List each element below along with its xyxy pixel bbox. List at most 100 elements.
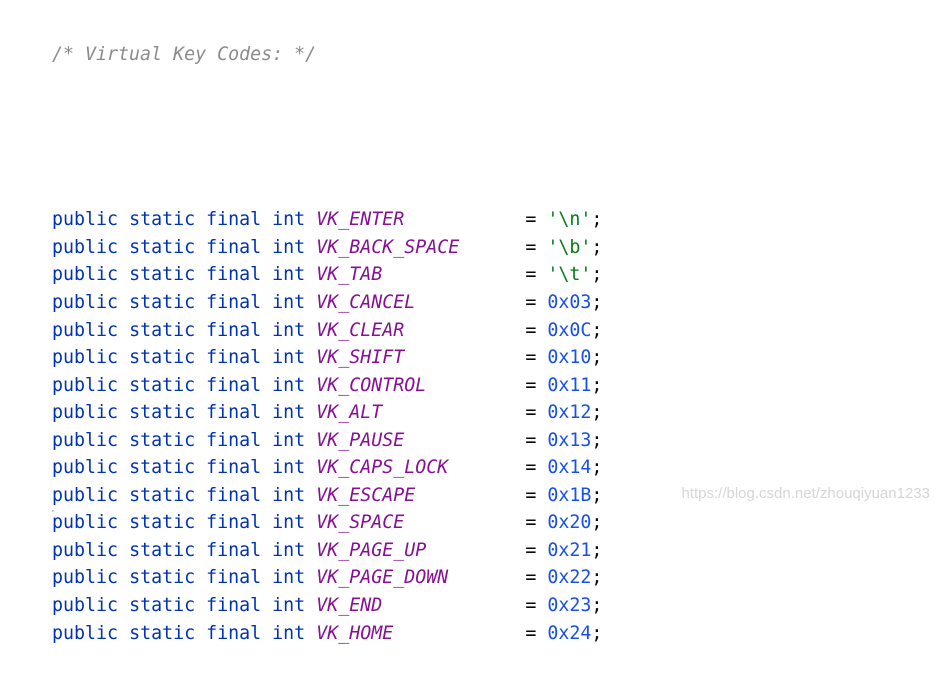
constant-name: VK_END	[316, 595, 383, 617]
keyword-final: final	[206, 622, 262, 644]
semicolon: ;	[591, 539, 603, 561]
assign-operator: =	[525, 429, 537, 451]
assign-operator: =	[525, 236, 537, 258]
constant-value: 0x24	[547, 622, 592, 644]
code-line: public static final int VK_PAUSE = 0x13;	[52, 427, 602, 455]
constant-value: 0x22	[547, 567, 592, 589]
keyword-static: static	[129, 209, 196, 231]
constant-value: 0x03	[547, 292, 592, 314]
constant-value: 0x14	[547, 457, 592, 479]
keyword-final: final	[206, 264, 262, 286]
assign-operator: =	[525, 319, 537, 341]
semicolon: ;	[591, 402, 603, 424]
keyword-final: final	[206, 209, 262, 231]
keyword-public: public	[52, 374, 119, 396]
keyword-int: int	[272, 292, 306, 314]
code-line: public static final int VK_PAGE_DOWN = 0…	[52, 564, 602, 592]
constant-value: 0x23	[547, 595, 592, 617]
keyword-int: int	[272, 402, 306, 424]
code-line: public static final int VK_CONTROL = 0x1…	[52, 372, 602, 400]
keyword-public: public	[52, 292, 119, 314]
assign-operator: =	[525, 374, 537, 396]
semicolon: ;	[591, 595, 603, 617]
constant-value: 0x20	[547, 512, 592, 534]
keyword-final: final	[206, 292, 262, 314]
assign-operator: =	[525, 402, 537, 424]
watermark: https://blog.csdn.net/zhouqiyuan1233	[681, 485, 930, 502]
constant-name: VK_CONTROL	[316, 374, 427, 396]
keyword-final: final	[206, 457, 262, 479]
constant-value: 0x13	[547, 429, 592, 451]
keyword-final: final	[206, 236, 262, 258]
constant-name: VK_PAGE_UP	[316, 539, 427, 561]
semicolon: ;	[591, 347, 603, 369]
constant-value: '\t'	[547, 264, 592, 286]
keyword-int: int	[272, 209, 306, 231]
keyword-public: public	[52, 622, 119, 644]
assign-operator: =	[525, 595, 537, 617]
keyword-static: static	[129, 319, 196, 341]
keyword-static: static	[129, 484, 196, 506]
keyword-static: static	[129, 402, 196, 424]
assign-operator: =	[525, 622, 537, 644]
constant-value: 0x21	[547, 539, 592, 561]
constant-value: 0x11	[547, 374, 592, 396]
scroll-marker	[52, 510, 54, 512]
constant-value: 0x12	[547, 402, 592, 424]
code-line: public static final int VK_HOME = 0x24;	[52, 620, 602, 648]
keyword-final: final	[206, 512, 262, 534]
blank-line	[52, 124, 602, 152]
semicolon: ;	[591, 457, 603, 479]
code-line: public static final int VK_BACK_SPACE = …	[52, 234, 602, 262]
keyword-final: final	[206, 567, 262, 589]
code-line: public static final int VK_CAPS_LOCK = 0…	[52, 454, 602, 482]
keyword-int: int	[272, 374, 306, 396]
keyword-int: int	[272, 319, 306, 341]
semicolon: ;	[591, 374, 603, 396]
keyword-public: public	[52, 595, 119, 617]
constant-name: VK_ALT	[316, 402, 383, 424]
constant-name: VK_ESCAPE	[316, 484, 416, 506]
assign-operator: =	[525, 457, 537, 479]
keyword-static: static	[129, 292, 196, 314]
keyword-final: final	[206, 539, 262, 561]
keyword-final: final	[206, 595, 262, 617]
constant-value: '\n'	[547, 209, 592, 231]
keyword-int: int	[272, 539, 306, 561]
keyword-public: public	[52, 567, 119, 589]
keyword-static: static	[129, 567, 196, 589]
code-comment: /* Virtual Key Codes: */	[52, 44, 317, 66]
semicolon: ;	[591, 209, 603, 231]
keyword-static: static	[129, 264, 196, 286]
semicolon: ;	[591, 236, 603, 258]
keyword-int: int	[272, 264, 306, 286]
keyword-public: public	[52, 236, 119, 258]
code-line: public static final int VK_ENTER = '\n';	[52, 206, 602, 234]
code-editor: /* Virtual Key Codes: */ public static f…	[52, 0, 602, 675]
semicolon: ;	[591, 512, 603, 534]
code-line: public static final int VK_PAGE_UP = 0x2…	[52, 537, 602, 565]
keyword-public: public	[52, 429, 119, 451]
assign-operator: =	[525, 292, 537, 314]
semicolon: ;	[591, 264, 603, 286]
keyword-int: int	[272, 457, 306, 479]
code-line: public static final int VK_CLEAR = 0x0C;	[52, 317, 602, 345]
keyword-public: public	[52, 319, 119, 341]
keyword-static: static	[129, 347, 196, 369]
keyword-public: public	[52, 539, 119, 561]
constant-value: 0x1B	[547, 484, 592, 506]
constant-name: VK_CANCEL	[316, 292, 416, 314]
constant-name: VK_SPACE	[316, 512, 405, 534]
keyword-final: final	[206, 319, 262, 341]
keyword-static: static	[129, 429, 196, 451]
code-line: public static final int VK_END = 0x23;	[52, 592, 602, 620]
keyword-int: int	[272, 512, 306, 534]
keyword-public: public	[52, 457, 119, 479]
keyword-public: public	[52, 209, 119, 231]
code-lines: public static final int VK_ENTER = '\n';…	[52, 206, 602, 647]
constant-name: VK_BACK_SPACE	[316, 236, 460, 258]
keyword-final: final	[206, 347, 262, 369]
constant-value: 0x0C	[547, 319, 592, 341]
keyword-public: public	[52, 512, 119, 534]
keyword-public: public	[52, 484, 119, 506]
